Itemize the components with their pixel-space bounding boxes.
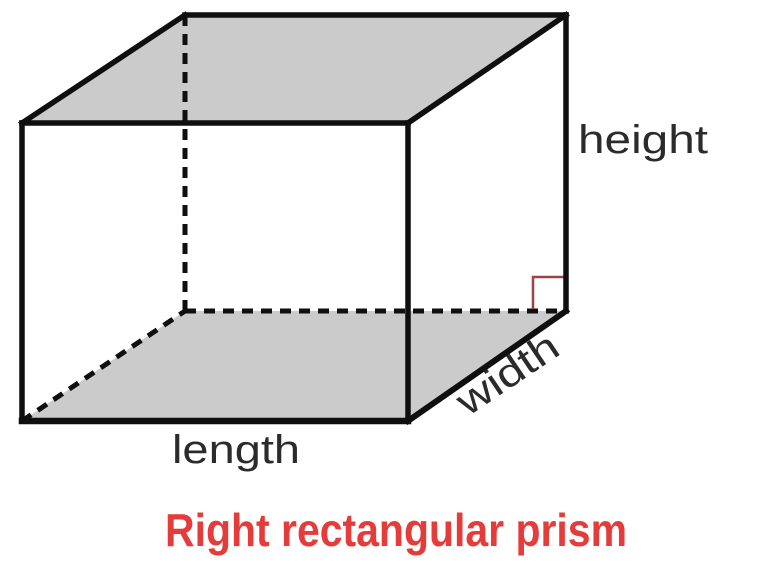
hidden-edges	[20, 15, 566, 424]
hidden-edge-bottom-left-depth	[20, 308, 187, 424]
prism-bottom-face	[22, 311, 566, 421]
right-angle-marker	[531, 275, 564, 309]
caption-title: Right rectangular prism	[165, 504, 627, 556]
edge-bottom-right-depth	[403, 306, 571, 426]
length-label: length	[172, 428, 300, 472]
solid-edges	[18, 11, 571, 426]
prism-top-face	[22, 15, 566, 123]
edge-top-left-depth	[18, 11, 189, 127]
height-label: height	[578, 118, 708, 162]
edge-top-right-depth	[404, 11, 570, 127]
